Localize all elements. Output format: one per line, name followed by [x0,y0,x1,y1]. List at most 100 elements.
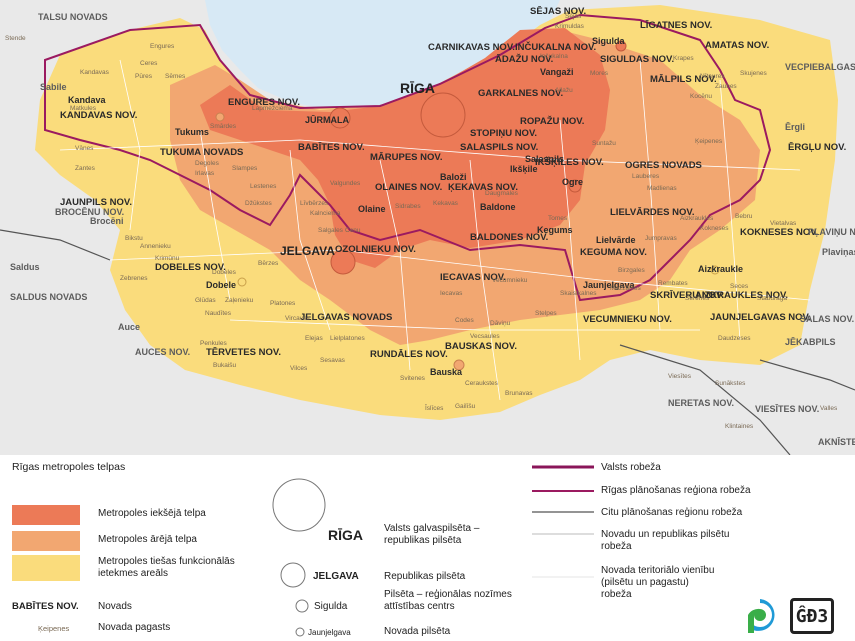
parish-label: Vietalvas [770,220,797,227]
parish-label: Kokneses [700,225,729,232]
label-vecpiebalgas: VECPIEBALGAS NOV. [785,62,855,72]
label-plavinu: PĻAVIŅU NOV. [808,227,855,237]
legend-line-riga-region: Rīgas plānošanas reģiona robeža [601,485,751,496]
parish-label: Skaistkalnes [560,290,597,297]
label-jelgavas: JELGAVAS NOVADS [300,312,392,323]
parish-label: Īslīces [425,404,444,412]
label-saldus-town: Saldus [10,262,40,272]
label-aizkraukles: AIZKRAUKLES NOV. [695,290,788,301]
parish-label: Kocēnu [690,93,712,100]
parish-label: Vecsaules [470,333,500,340]
legend-line-units: Novada teritoriālo vienību (pilsētu un p… [601,565,715,600]
parish-label: Sērenes [685,295,710,302]
label-kegums: Kegums [537,225,573,235]
legend-city-sigulda: Sigulda [314,601,348,612]
parish-label: Aizkraukles [680,215,714,222]
parish-label: Vircavas [285,315,311,322]
label-salaspils: SALASPILS NOV. [460,142,538,153]
parish-label: Dobeles [212,269,237,276]
parish-label: Tomes [548,215,568,222]
legend-swatch-inner [12,505,80,525]
legend-novads-label: Novads [98,601,132,612]
legend-line-samples [532,465,594,578]
parish-label: Elejas [305,335,323,342]
label-tukuma: TUKUMA NOVADS [160,147,243,158]
legend-novads-example: BABĪTES NOV. [12,601,79,612]
parish-label: Seces [730,283,749,290]
parish-label: Pūres [135,73,153,80]
parish-label: Līvbērzes [300,200,329,207]
label-olaine: Olaine [358,204,386,214]
parish-label: Platones [270,300,296,307]
city-labels: RĪGA JŪRMALA JELGAVA Tukums Kandava Dobe… [10,36,855,377]
parish-label: Nītaures [700,73,725,80]
parish-label: Smārdes [210,123,237,130]
label-malpils: MĀLPILS NOV. [650,74,717,85]
parish-label: Sējas [565,13,582,20]
label-skriveru: SKRĪVERU NOV. [650,290,724,301]
label-jaunjelgava: Jaunjelgava [583,280,636,290]
parish-label: Salgales [318,227,344,234]
parish-label: Zaļenieku [225,297,254,304]
legend-label-inner: Metropoles iekšējā telpa [98,508,206,519]
label-siguldas: SIGULDAS NOV. [600,54,674,65]
label-keguma: KEGUMA NOV. [580,247,647,258]
parish-label: Zantes [75,165,96,172]
parish-label: Inčukalna [540,53,568,60]
label-salaspils-town: Salaspils [525,154,564,164]
label-balozi: Baloži [440,172,467,182]
label-babites: BABĪTES NOV. [298,142,365,153]
label-ogres: OGRES NOVADS [625,160,702,171]
legend-swatch-functional [12,555,80,581]
ogre-circle [568,179,582,193]
sigulda-circle [615,40,627,52]
parish-label: Degoles [195,160,220,167]
parish-label: Madlienas [647,185,677,192]
legend-city-regional-label: Pilsēta – reģionālas nozīmes attīstības … [384,589,512,612]
label-viesites: VIESĪTES NOV. [755,404,819,414]
parish-label: Krimuldas [555,23,585,30]
label-broceni: Brocēni [90,216,124,226]
label-kandava: Kandava [68,95,107,105]
riga-circle [420,92,466,138]
parish-label: Naudītes [205,310,232,317]
jurmala-circle [329,107,351,129]
parish-label: Brunavas [505,390,533,397]
parish-label: Engures [150,43,175,50]
label-vangazi: Vangaži [540,67,574,77]
parish-label: Lielplatones [330,335,365,342]
legend-label-functional: Metropoles tiešas funkcionālās ietekmes … [98,556,235,579]
parish-label: Bukaišu [213,362,237,369]
label-jelgava: JELGAVA [280,244,335,258]
label-kokneses: KOKNESES NOV. [740,227,818,238]
label-riga: RĪGA [400,80,435,96]
parish-label: Vānes [75,145,94,152]
label-kandavas: KANDAVAS NOV. [60,110,137,121]
parish-label: Irlavas [195,170,215,177]
parish-label: Annenieku [140,243,171,250]
other-region-border [0,229,855,455]
dobele-circle [237,277,247,287]
legend-line-county: Novadu un republikas pilsētu robeža [601,529,730,552]
label-sigulda: Sigulda [592,36,625,46]
legend-city-jelgava: JELGAVA [313,571,359,582]
label-kekavas: ĶEKAVAS NOV. [448,182,518,193]
label-sabile: Sabile [40,82,67,92]
parish-label: Ķeipenes [695,138,723,145]
label-rundales: RUNDĀLES NOV. [370,349,448,360]
parish-label: Kandavas [80,69,110,76]
parish-label: Sesavas [320,357,346,364]
parish-label: Dāviņu [490,320,511,327]
parish-label: Lestenes [250,183,277,190]
parish-label: Ceres [140,60,158,67]
label-lielvardes: LIELVĀRDES NOV. [610,207,694,218]
legend-swatch-outer [12,531,80,551]
label-jaunjelgavas: JAUNJELGAVAS NOV. [710,312,811,323]
parish-label: Klintaines [725,423,754,430]
parish-label: Bebru [735,213,753,220]
parish-label: Penkules [200,340,227,347]
parish-label: Rembates [658,280,688,287]
parish-label: Sunākstes [715,380,746,387]
label-marupes: MĀRUPES NOV. [370,152,443,163]
label-iecavas: IECAVAS NOV. [440,272,506,283]
